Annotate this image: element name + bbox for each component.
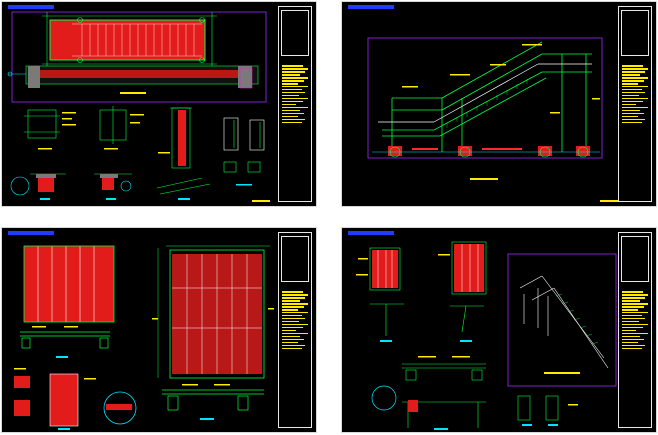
- sheet-4[interactable]: [341, 227, 657, 433]
- sheet-4-title-block: [618, 232, 652, 428]
- sheet-1[interactable]: [1, 1, 317, 207]
- sheet-3-title-tag: [8, 231, 54, 235]
- sheet-2-drawing: [367, 37, 618, 202]
- sheet-2[interactable]: [341, 1, 657, 207]
- walkway-grating-hatch: [50, 20, 205, 60]
- sheet-4-drawing: [356, 241, 617, 430]
- sheet-3-drawing: [14, 245, 274, 430]
- sheet-2-title-tag: [348, 5, 394, 9]
- sheet-4-title-tag: [348, 231, 394, 235]
- sheet-3-title-block: [278, 232, 312, 428]
- sheet-3[interactable]: [1, 227, 317, 433]
- sheet-1-drawing: [7, 11, 270, 202]
- sheet-1-title-tag: [8, 5, 54, 9]
- sheet-2-title-block: [618, 6, 652, 202]
- sheet-1-title-block: [278, 6, 312, 202]
